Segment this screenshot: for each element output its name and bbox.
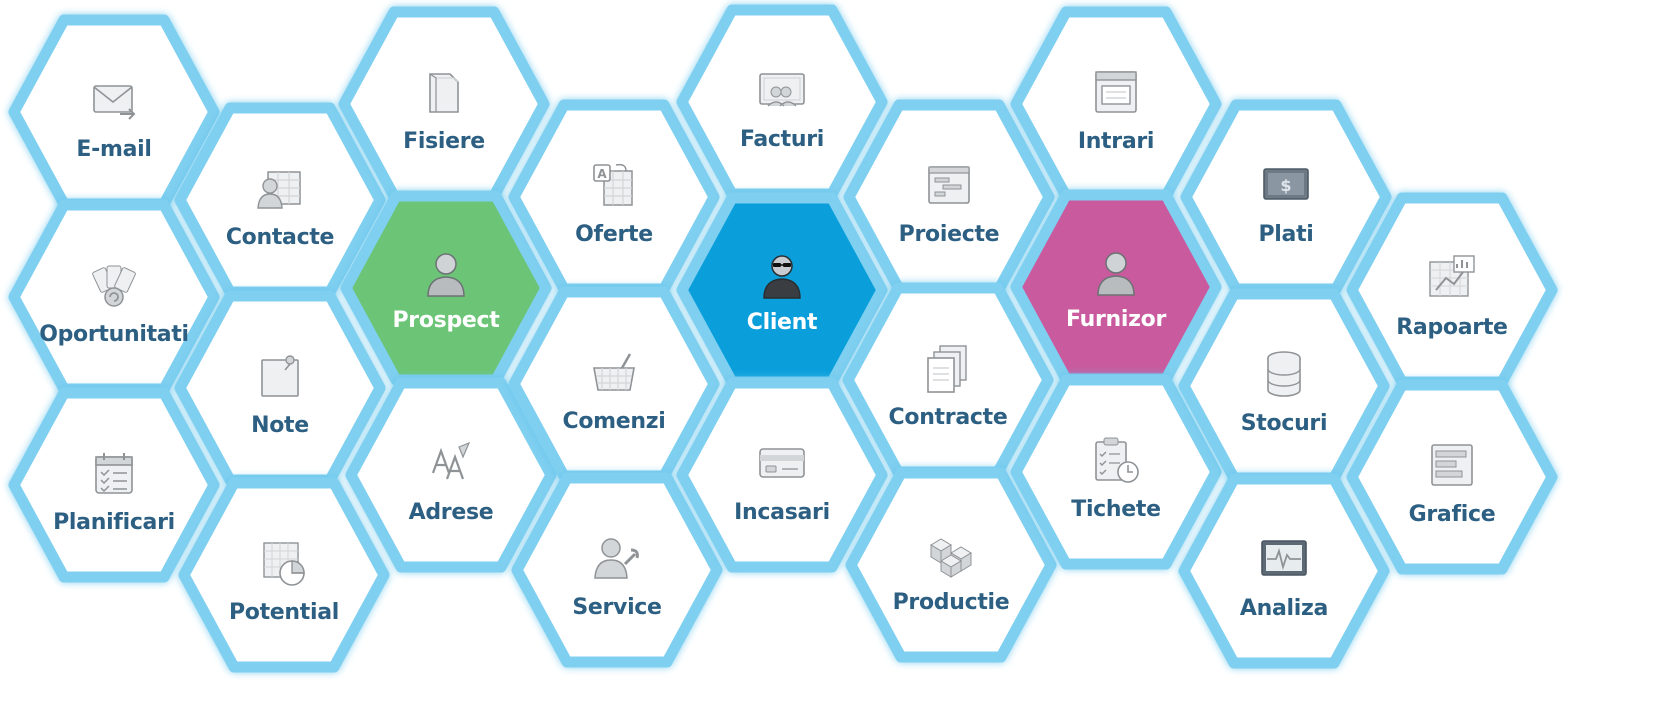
person-glasses-icon	[763, 255, 801, 299]
calendar-icon	[95, 453, 133, 494]
module-label: Tichete	[1071, 497, 1161, 522]
monitor-pulse-icon	[1261, 540, 1307, 576]
module-label: Stocuri	[1240, 411, 1328, 436]
documents-icon	[927, 345, 967, 393]
module-incasari[interactable]: Incasari	[669, 377, 895, 573]
person-icon	[1097, 252, 1135, 296]
basket-icon	[593, 353, 635, 391]
module-label: Service	[572, 595, 662, 620]
svg-text:A: A	[597, 167, 607, 181]
money-icon: $	[1263, 168, 1309, 200]
note-icon	[261, 355, 299, 397]
gantt-icon	[928, 166, 970, 204]
folder-icon	[429, 73, 459, 113]
support-agent-icon	[594, 538, 639, 579]
module-label: Note	[251, 413, 309, 438]
invoice-icon	[759, 73, 805, 107]
module-planificari[interactable]: Planificari	[1, 387, 227, 583]
module-label: Productie	[892, 590, 1010, 615]
module-label: Prospect	[392, 308, 500, 333]
module-rapoarte[interactable]: Rapoarte	[1339, 192, 1565, 388]
database-icon	[1267, 351, 1301, 397]
module-oferte[interactable]: A Oferte	[501, 99, 727, 295]
module-label: Grafice	[1408, 502, 1496, 527]
svg-text:$: $	[1280, 176, 1291, 195]
envelope-icon	[93, 85, 136, 120]
boxes-icon	[930, 538, 972, 578]
module-label: Fisiere	[403, 129, 485, 154]
person-icon	[427, 253, 465, 297]
module-label: Client	[746, 310, 818, 335]
module-label: Comenzi	[562, 409, 666, 434]
module-label: Plati	[1258, 222, 1314, 247]
bar-chart-icon	[1431, 444, 1473, 486]
module-label: Rapoarte	[1396, 315, 1508, 340]
contact-card-icon	[257, 171, 301, 209]
module-label: Facturi	[739, 127, 825, 152]
inbox-tray-icon	[1095, 71, 1137, 113]
module-label: Proiecte	[898, 222, 1000, 247]
module-label: Incasari	[734, 500, 830, 525]
module-label: Intrari	[1077, 129, 1155, 154]
module-label: Contracte	[888, 405, 1008, 430]
module-label: Furnizor	[1065, 307, 1167, 332]
module-service[interactable]: Service	[504, 472, 730, 668]
module-label: Planificari	[53, 510, 175, 535]
hexagon-shape	[345, 377, 557, 573]
credit-card-icon	[759, 448, 805, 478]
module-label: Analiza	[1239, 596, 1329, 621]
module-label: Contacte	[225, 225, 335, 250]
module-label: Adrese	[408, 500, 494, 525]
text-style-icon	[431, 441, 471, 480]
checklist-clock-icon	[1095, 437, 1139, 483]
module-label: Potential	[228, 600, 340, 625]
module-plati[interactable]: $ Plati	[1173, 99, 1399, 295]
module-grafice[interactable]: Grafice	[1339, 379, 1565, 575]
module-label: Oferte	[575, 222, 653, 247]
module-analiza[interactable]: Analiza	[1171, 473, 1397, 669]
module-adrese[interactable]: Adrese	[338, 377, 564, 573]
module-label: E-mail	[76, 137, 152, 162]
pie-chart-icon	[263, 542, 305, 586]
module-label: Oportunitati	[39, 322, 189, 347]
offer-sheet-icon: A	[593, 163, 633, 206]
module-facturi[interactable]: Facturi	[669, 4, 895, 200]
module-tichete[interactable]: Tichete	[1003, 374, 1229, 570]
cards-icon	[92, 265, 136, 307]
module-potential[interactable]: Potential	[171, 477, 397, 673]
report-chart-icon	[1429, 255, 1475, 297]
module-productie[interactable]: Productie	[838, 467, 1064, 663]
